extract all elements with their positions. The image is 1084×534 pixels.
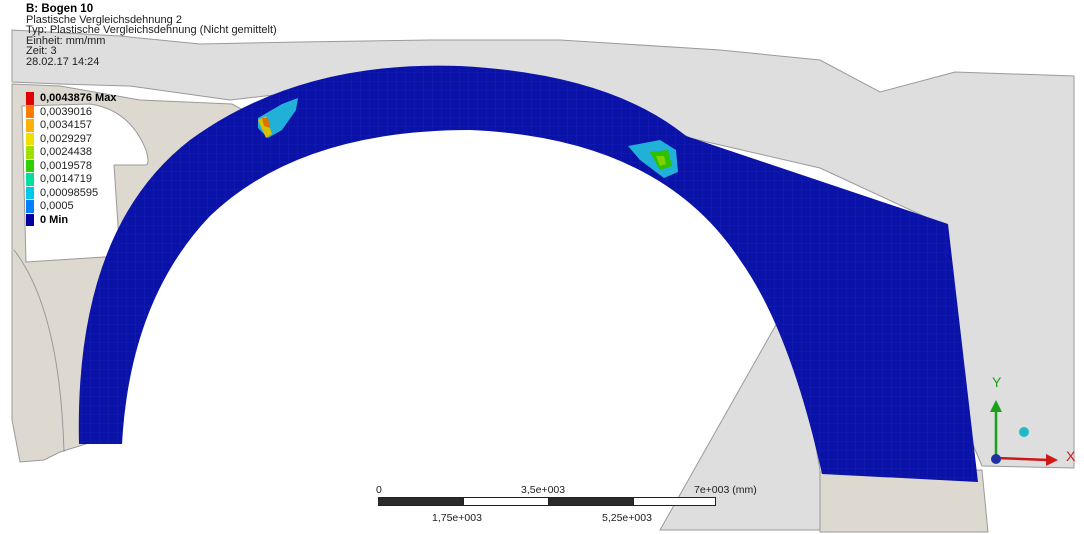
legend-label: 0,0005 (40, 200, 74, 212)
coordinate-triad[interactable]: Y X (984, 372, 1075, 472)
left-arc-line (13, 249, 65, 453)
result-mesh[interactable] (78, 65, 978, 482)
legend-swatch (26, 105, 34, 118)
x-axis-label: X (1066, 448, 1076, 464)
scale-segment (548, 497, 634, 506)
legend-swatch (26, 200, 34, 213)
legend-swatch (26, 146, 34, 159)
legend-swatch (26, 186, 34, 199)
scale-segment (378, 497, 464, 506)
z-axis-origin (991, 454, 1001, 464)
left-inner-hole (21, 103, 149, 263)
result-unit: Einheit: mm/mm (26, 34, 106, 47)
scale-bar: 0 3,5e+003 7e+003 (mm) 1,75e+003 5,25e+0… (376, 484, 757, 530)
legend-swatch (26, 132, 34, 145)
scale-label-end: 7e+003 (mm) (694, 484, 757, 496)
result-type: Typ: Plastische Vergleichsdehnung (Nicht… (26, 24, 277, 36)
iso-view-ball (1019, 427, 1029, 437)
legend-label: 0,00098595 (40, 186, 99, 199)
scale-label-three-quarter: 5,25e+003 (602, 512, 652, 524)
scale-label-0: 0 (376, 484, 382, 496)
legend-label: 0,0014719 (40, 173, 92, 185)
legend-label: 0,0034157 (40, 119, 92, 131)
legend-swatch (26, 173, 34, 186)
analysis-title: B: Bogen 10 (26, 3, 94, 15)
legend-label: 0,0029297 (40, 132, 92, 145)
result-name: Plastische Vergleichsdehnung 2 (26, 13, 182, 26)
scale-label-mid: 3,5e+003 (521, 484, 566, 496)
result-info-header: B: Bogen 10 Plastische Vergleichsdehnung… (26, 4, 277, 67)
legend-label: 0,0039016 (40, 105, 92, 118)
legend-label: 0,0019578 (40, 159, 92, 172)
triad-arrows (990, 400, 1058, 466)
result-time: Zeit: 3 (26, 45, 57, 57)
legend-swatch (26, 213, 34, 226)
legend-swatch (26, 119, 34, 132)
legend-label: 0,0024438 (40, 146, 92, 158)
scale-label-quarter: 1,75e+003 (432, 512, 482, 524)
scale-segment (633, 497, 716, 506)
legend-label-max: 0,0043876 Max (40, 92, 117, 104)
lower-diagonal-body (659, 298, 821, 531)
legend-swatch (26, 92, 34, 105)
legend-label-min: 0 Min (40, 213, 69, 226)
scale-segment (463, 497, 549, 506)
result-date: 28.02.17 14:24 (26, 55, 100, 68)
x-axis-arrow (995, 456, 1049, 462)
y-axis-label: Y (992, 374, 1002, 390)
legend-swatch (26, 159, 34, 172)
